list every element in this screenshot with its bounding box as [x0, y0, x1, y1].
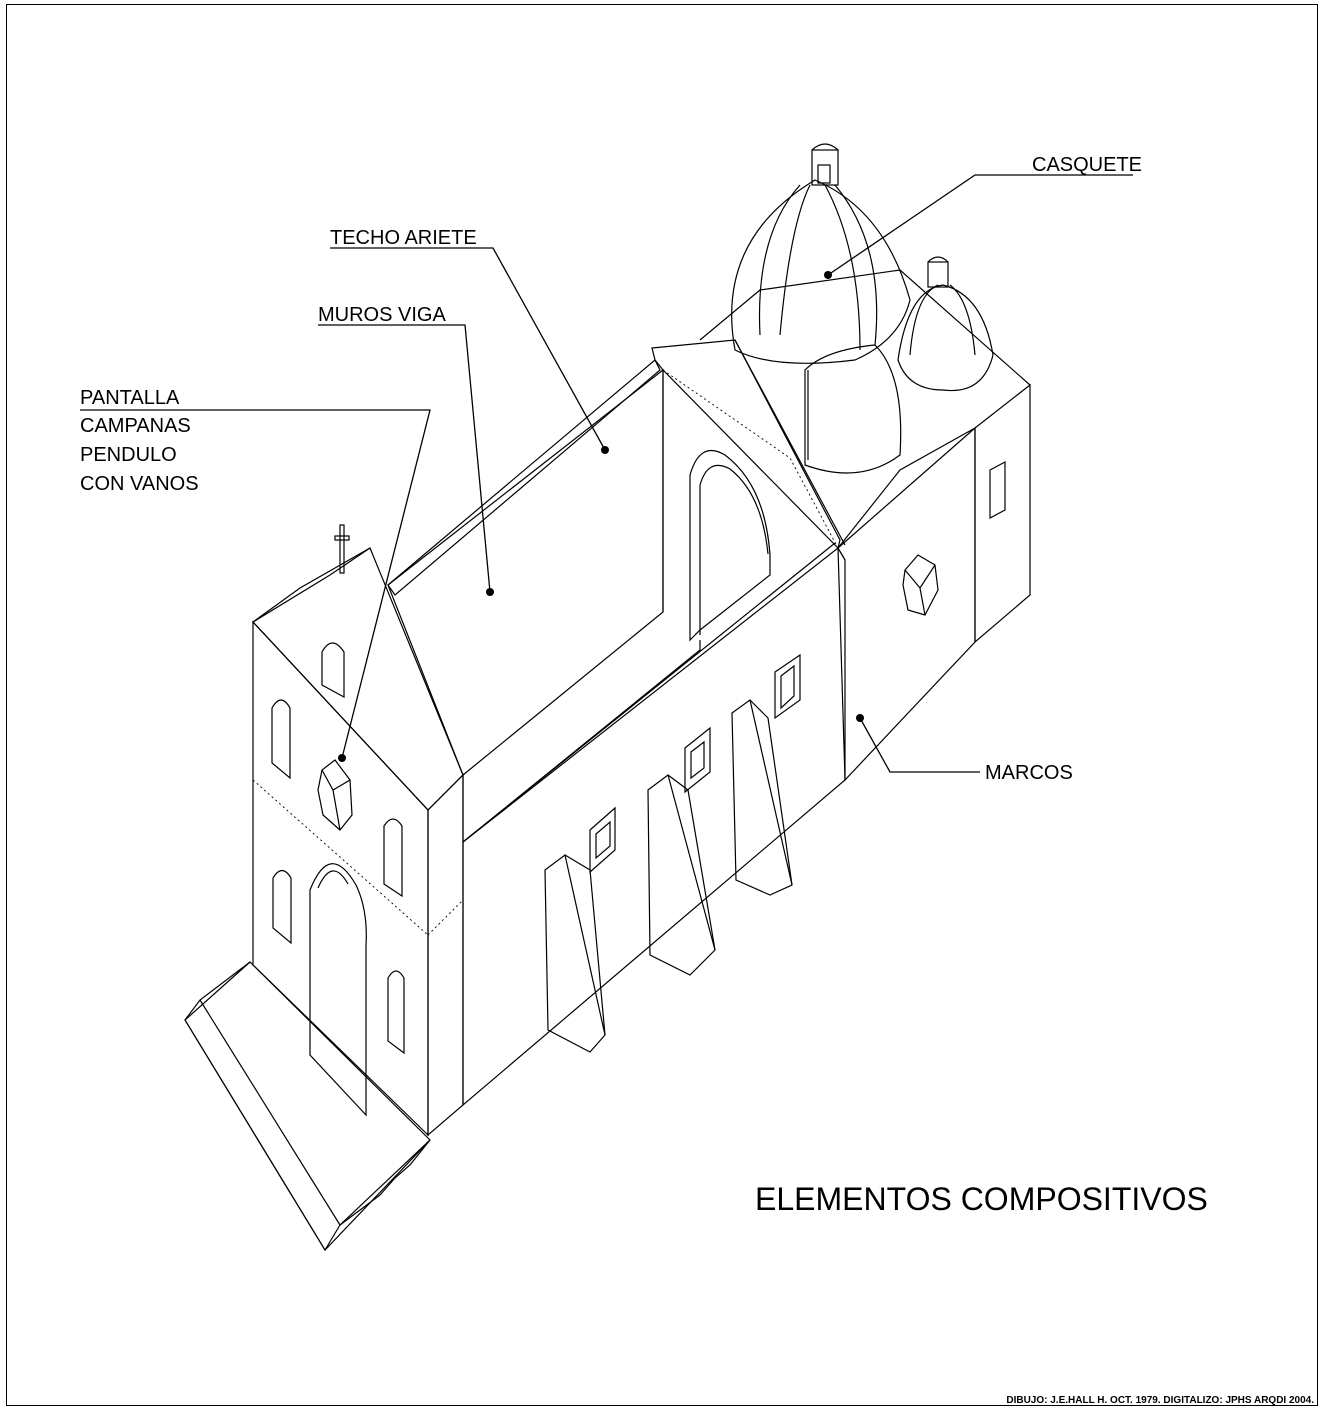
crossing-wall — [651, 339, 846, 642]
label-pantalla-line-3: PENDULO — [80, 444, 177, 466]
secondary-dome — [897, 256, 994, 392]
atrium-platform — [184, 961, 431, 1251]
cross-icon — [334, 524, 350, 574]
label-techo-ariete: TECHO ARIETE — [330, 227, 477, 249]
drawing-title: ELEMENTOS COMPOSITIVOS — [755, 1181, 1208, 1217]
label-pantalla-line-2: CAMPANAS — [80, 415, 191, 437]
transept-block — [699, 269, 1031, 782]
label-pantalla-line-1: PANTALLA — [80, 387, 180, 409]
drawing-frame — [6, 4, 1318, 1406]
label-muros-viga: MUROS VIGA — [318, 304, 446, 326]
main-dome — [731, 143, 911, 474]
label-marcos: MARCOS — [985, 762, 1073, 784]
leader-techo-ariete — [330, 247, 609, 454]
leader-muros-viga — [318, 324, 494, 596]
nave-windows — [589, 653, 801, 874]
facade-tower — [252, 524, 464, 1137]
label-casquete: CASQUETE — [1032, 154, 1142, 176]
leader-marcos — [856, 714, 980, 773]
drawing-credit: DIBUJO: J.E.HALL H. OCT. 1979. DIGITALIZ… — [1006, 1395, 1314, 1406]
nave-body — [387, 359, 846, 1107]
label-pantalla-line-4: CON VANOS — [80, 473, 199, 495]
nave-buttresses — [544, 698, 793, 1053]
leader-casquete — [824, 174, 1133, 279]
leader-pantalla — [80, 409, 431, 762]
